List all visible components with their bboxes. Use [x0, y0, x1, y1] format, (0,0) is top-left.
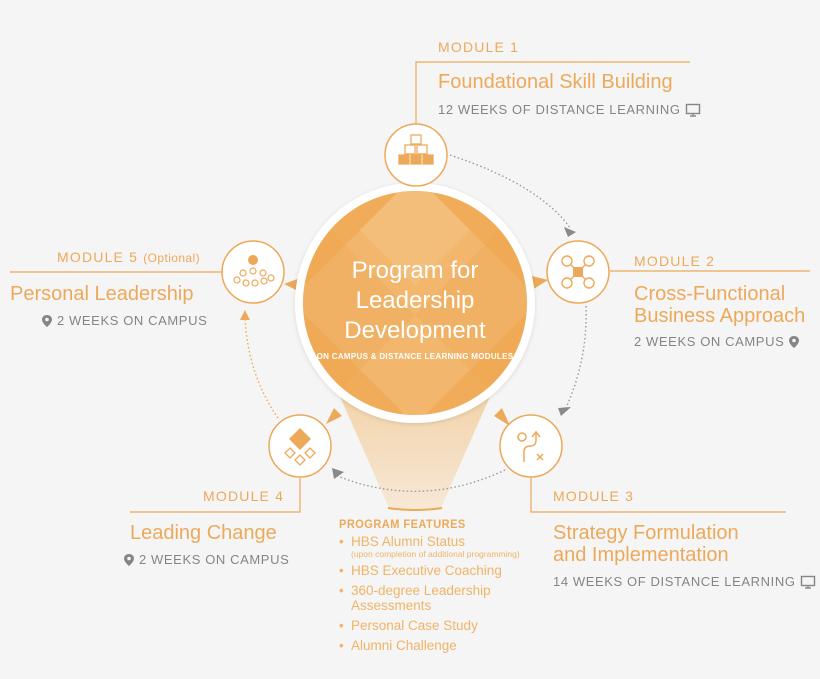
feature-item: HBS Alumni Status (upon completion of ad…	[339, 534, 539, 560]
center-subtitle: ON CAMPUS & DISTANCE LEARNING MODULES	[316, 352, 514, 361]
features-list: HBS Alumni Status (upon completion of ad…	[339, 534, 539, 653]
features-cone	[338, 392, 492, 510]
strategy-path-icon	[517, 430, 544, 462]
module3-label: MODULE 3	[553, 488, 635, 504]
module3-title-line2: and Implementation	[553, 544, 729, 566]
module4-label: MODULE 4	[203, 488, 285, 504]
features-title: PROGRAM FEATURES	[339, 517, 466, 531]
module2-duration: 2 WEEKS ON CAMPUS	[634, 334, 800, 349]
location-pin-icon	[124, 553, 134, 566]
stacked-blocks-icon	[398, 134, 434, 165]
module1-duration: 12 WEEKS OF DISTANCE LEARNING	[438, 102, 701, 117]
module2-duration-text: 2 WEEKS ON CAMPUS	[634, 334, 785, 349]
location-pin-icon	[789, 335, 800, 348]
center-title-line1: Program for	[351, 257, 479, 284]
module2-label: MODULE 2	[634, 253, 716, 269]
module3-duration-text: 14 WEEKS OF DISTANCE LEARNING	[553, 574, 796, 589]
audience-icon	[233, 255, 275, 287]
feature-note: (upon completion of additional programmi…	[351, 549, 520, 559]
feature-item: Alumni Challenge	[339, 638, 539, 653]
module5-label: MODULE 5	[57, 249, 139, 265]
module1-label: MODULE 1	[438, 39, 520, 55]
monitor-icon	[685, 103, 700, 117]
module5-title: Personal Leadership	[10, 283, 194, 305]
module3-duration: 14 WEEKS OF DISTANCE LEARNING	[553, 574, 816, 589]
module4-duration: 2 WEEKS ON CAMPUS	[123, 552, 289, 567]
feature-item: Personal Case Study	[339, 618, 539, 633]
feature-text: HBS Executive Coaching	[351, 563, 502, 578]
module4-title: Leading Change	[130, 522, 277, 544]
feature-item: HBS Executive Coaching	[339, 563, 539, 578]
module1-duration-text: 12 WEEKS OF DISTANCE LEARNING	[438, 102, 681, 117]
module5-duration: 2 WEEKS ON CAMPUS	[41, 313, 207, 328]
feature-text: 360-degree Leadership Assessments	[351, 583, 491, 613]
module5-duration-text: 2 WEEKS ON CAMPUS	[57, 313, 208, 328]
module2-title-line2: Business Approach	[634, 305, 806, 327]
module5-node	[221, 240, 285, 304]
diamonds-icon	[284, 428, 316, 466]
module2-title-line1: Cross-Functional	[634, 283, 786, 305]
module1-title: Foundational Skill Building	[438, 71, 673, 93]
program-features: PROGRAM FEATURES HBS Alumni Status (upon…	[339, 517, 539, 658]
feature-text: Personal Case Study	[351, 618, 478, 633]
module3-title-line1: Strategy Formulation	[553, 522, 739, 544]
feature-item: 360-degree Leadership Assessments	[339, 583, 511, 613]
center-title-line2: Leadership	[355, 287, 475, 314]
center-title-line3: Development	[344, 317, 486, 344]
module4-duration-text: 2 WEEKS ON CAMPUS	[139, 552, 290, 567]
location-pin-icon	[42, 314, 52, 327]
module5-optional-tag: (Optional)	[143, 251, 200, 265]
feature-text: HBS Alumni Status	[351, 534, 466, 549]
module5-label-row: MODULE 5 (Optional)	[57, 249, 200, 265]
center-title-block: Program for Leadership Development ON CA…	[303, 256, 527, 361]
network-hub-icon	[561, 255, 595, 289]
feature-text: Alumni Challenge	[351, 638, 457, 653]
monitor-icon	[800, 575, 815, 589]
